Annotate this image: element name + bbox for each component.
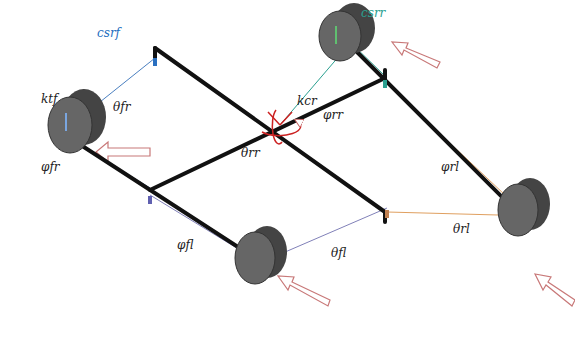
- angle-label: θrr: [240, 146, 261, 160]
- angle-label: φfl: [176, 238, 194, 252]
- wheels: [48, 3, 550, 284]
- chassis-frame: [70, 40, 515, 258]
- angle-label: kcr: [296, 94, 318, 108]
- angle-label: θfl: [330, 246, 347, 260]
- angle-label: csrf: [96, 26, 121, 40]
- angle-label: θrl: [452, 222, 471, 236]
- corner-markers: [150, 58, 387, 218]
- force-arrows: [96, 42, 575, 306]
- angle-label: φrl: [440, 160, 460, 174]
- linkage-lines: [80, 42, 505, 262]
- angle-label: φfr: [40, 160, 61, 174]
- angle-label: θfr: [112, 100, 131, 114]
- angle-label: ktf: [40, 92, 59, 106]
- angle-label: csrr: [360, 6, 386, 20]
- angle-label: φrr: [322, 108, 344, 122]
- rotation-arrows: [262, 110, 301, 144]
